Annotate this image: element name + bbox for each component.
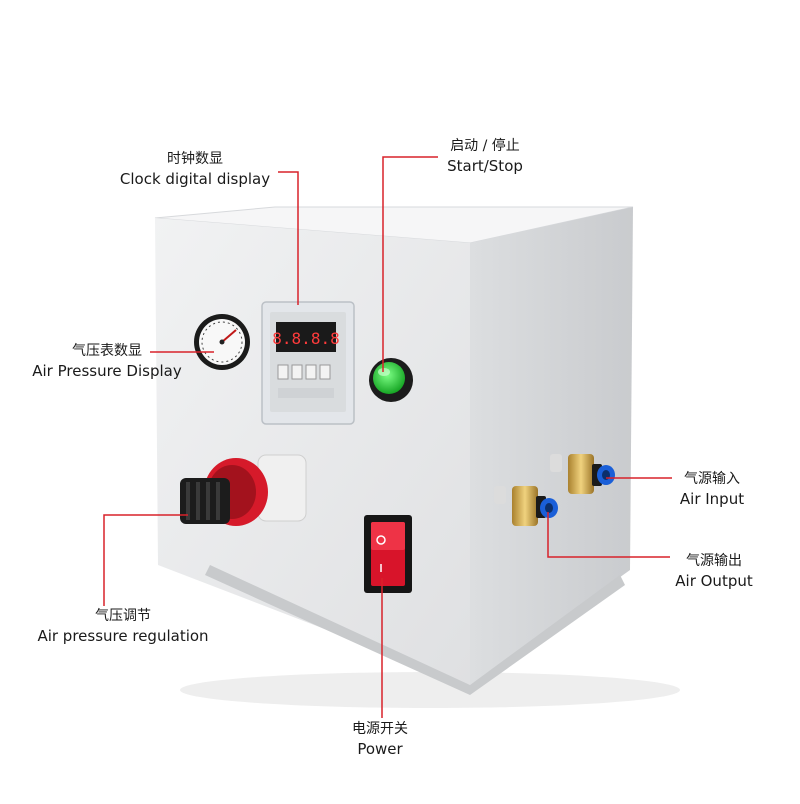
leader-line-regulation bbox=[103, 514, 188, 606]
label-air-output-zh: 气源输出 bbox=[686, 553, 742, 569]
label-clock-display: 时钟数显 Clock digital display bbox=[110, 150, 280, 189]
label-clock-zh: 时钟数显 bbox=[167, 151, 223, 167]
label-power-en: Power bbox=[357, 739, 403, 758]
pressure-regulator-icon bbox=[180, 454, 307, 526]
label-air-pressure-display: 气压表数显 Air Pressure Display bbox=[22, 342, 192, 381]
leader-lines bbox=[103, 156, 672, 718]
label-air-output: 气源输出 Air Output bbox=[668, 552, 760, 591]
label-start-stop-zh: 启动 / 停止 bbox=[450, 138, 520, 154]
label-air-pressure-regulation: 气压调节 Air pressure regulation bbox=[28, 607, 218, 646]
svg-text:8.8.8.8: 8.8.8.8 bbox=[272, 329, 339, 348]
label-air-pressure-regulation-zh: 气压调节 bbox=[95, 608, 151, 624]
label-air-input-zh: 气源输入 bbox=[684, 471, 740, 487]
leader-line-clock bbox=[278, 171, 299, 305]
label-clock-en: Clock digital display bbox=[119, 169, 271, 188]
label-air-output-en: Air Output bbox=[675, 571, 753, 590]
label-power-zh: 电源开关 bbox=[352, 721, 408, 737]
pressure-gauge-icon bbox=[194, 314, 250, 370]
air-output-fitting-icon bbox=[494, 486, 558, 526]
clock-display-icon: 8.8.8.8 bbox=[261, 301, 355, 425]
label-air-pressure-regulation-en: Air pressure regulation bbox=[37, 626, 209, 645]
box-side bbox=[470, 207, 633, 685]
label-power: 电源开关 Power bbox=[340, 720, 420, 759]
label-air-pressure-display-zh: 气压表数显 bbox=[72, 343, 142, 359]
box-base bbox=[205, 565, 625, 695]
leader-line-air-output bbox=[547, 512, 670, 558]
label-start-stop-en: Start/Stop bbox=[447, 156, 523, 175]
label-air-input-en: Air Input bbox=[679, 489, 745, 508]
box-shadow bbox=[180, 672, 680, 708]
power-switch-icon bbox=[364, 515, 412, 593]
air-input-fitting-icon bbox=[550, 454, 615, 494]
leader-line-start bbox=[382, 156, 438, 372]
label-air-input: 气源输入 Air Input bbox=[672, 470, 752, 509]
start-stop-button-icon bbox=[369, 358, 413, 402]
label-air-pressure-display-en: Air Pressure Display bbox=[32, 361, 182, 380]
label-start-stop: 启动 / 停止 Start/Stop bbox=[430, 137, 540, 176]
